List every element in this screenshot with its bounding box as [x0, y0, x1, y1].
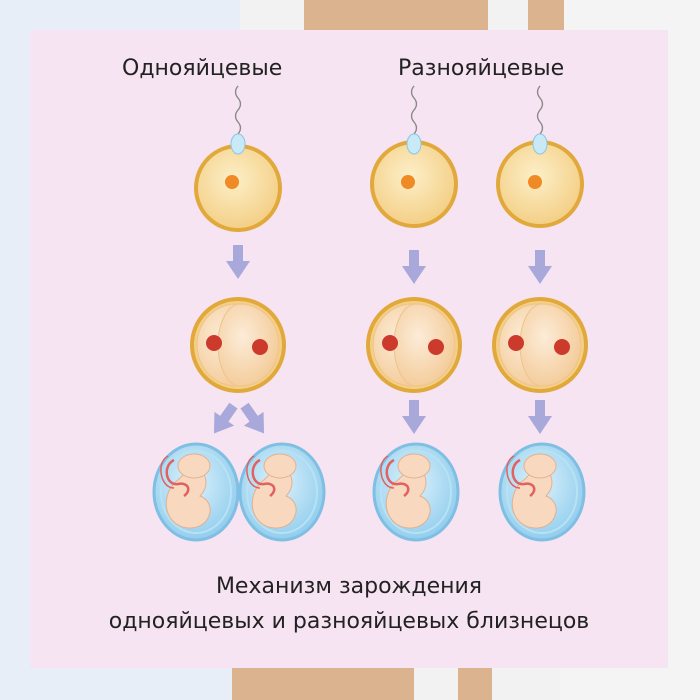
sperm-head	[406, 85, 422, 155]
diagram-panel: Однояйцевые Разнояйцевые Механизм зарожд…	[30, 30, 668, 668]
arrow-down	[402, 250, 426, 284]
egg-cell	[194, 144, 282, 232]
cell-nucleus	[252, 339, 268, 355]
cell-nucleus	[428, 339, 444, 355]
egg-nucleus	[225, 175, 239, 189]
arrow-down-right	[234, 398, 274, 441]
sperm-head	[230, 85, 246, 155]
cell-nucleus	[206, 335, 222, 351]
caption-line-2: однояйцевых и разнояйцевых близнецов	[108, 609, 590, 634]
arrow-down	[528, 400, 552, 434]
embryo-sac	[152, 442, 240, 542]
arrow-down	[226, 245, 250, 279]
zygote-cell-right	[393, 303, 456, 387]
embryo-sac	[238, 442, 326, 542]
decor-stripe-top-2	[528, 0, 564, 30]
egg-nucleus	[401, 175, 415, 189]
arrow-down-left	[204, 398, 244, 441]
zygote-cell-right	[217, 303, 280, 387]
decor-stripe-top-1	[304, 0, 488, 30]
label-identical: Однояйцевые	[122, 56, 283, 81]
zygote-cell-right	[519, 303, 582, 387]
arrow-down	[528, 250, 552, 284]
caption-line-1: Механизм зарождения	[215, 574, 483, 599]
embryo-sac	[372, 442, 460, 542]
decor-stripe-bottom-2	[458, 668, 492, 700]
cell-nucleus	[508, 335, 524, 351]
label-fraternal: Разнояйцевые	[398, 56, 565, 81]
cell-nucleus	[382, 335, 398, 351]
cell-nucleus	[554, 339, 570, 355]
sperm-head	[532, 85, 548, 155]
egg-nucleus	[528, 175, 542, 189]
decor-stripe-bottom-1	[232, 668, 414, 700]
twins-diagram	[152, 85, 588, 542]
arrow-down	[402, 400, 426, 434]
embryo-sac	[498, 442, 586, 542]
